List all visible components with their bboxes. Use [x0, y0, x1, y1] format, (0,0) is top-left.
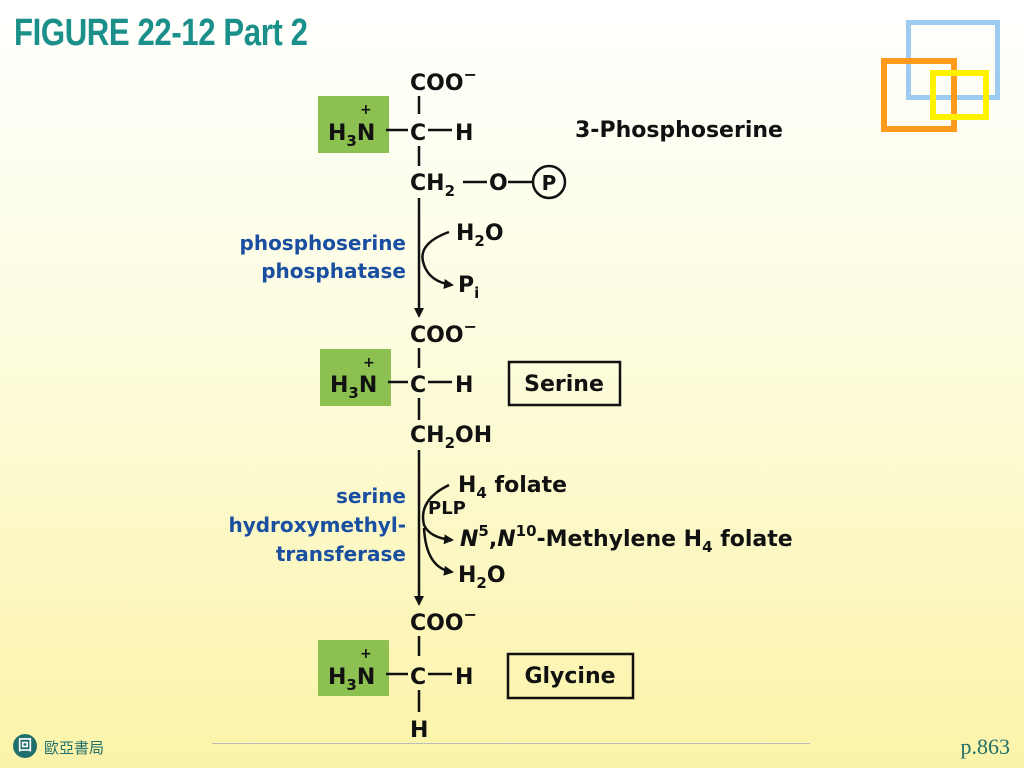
reaction-step-1: H2O Pi phosphoserine phosphatase	[240, 198, 504, 318]
molecule-name-phosphoserine: 3-Phosphoserine	[575, 118, 783, 143]
molecule-name-serine: Serine	[524, 372, 604, 397]
enzyme-name: transferase	[276, 542, 406, 566]
product-methylene-folate: N5,N10-Methylene H4 folate	[460, 522, 793, 556]
phosphate-label: P	[542, 171, 557, 195]
amino-group-box	[320, 349, 391, 406]
amino-group-box	[318, 96, 389, 153]
alpha-hydrogen: H	[455, 373, 473, 398]
side-arrow	[421, 230, 454, 289]
molecule-name-box	[507, 360, 622, 407]
molecule-name-glycine: Glycine	[524, 664, 615, 689]
amino-group: H3N	[328, 121, 375, 150]
bottom-hydrogen: H	[410, 718, 428, 743]
product-phosphate: Pi	[458, 273, 479, 302]
carboxyl-group: COO−	[410, 605, 477, 636]
enzyme-name: serine	[336, 484, 406, 508]
side-chain-oxygen: O	[489, 171, 508, 196]
molecule-name-box	[506, 652, 635, 700]
page-title: FIGURE 22-12 Part 2	[14, 12, 308, 54]
decorative-square-yellow	[930, 70, 989, 120]
carboxyl-group: COO−	[410, 317, 477, 348]
charge-plus: +	[360, 646, 372, 662]
amino-group: H3N	[330, 373, 377, 402]
phosphate-circle	[531, 164, 567, 200]
alpha-carbon: C	[410, 665, 426, 690]
enzyme-name: hydroxymethyl-	[228, 513, 406, 537]
reactant-water: H2O	[456, 221, 504, 250]
charge-plus: +	[363, 355, 375, 371]
product-water: H2O	[458, 563, 506, 592]
alpha-carbon: C	[410, 373, 426, 398]
alpha-carbon: C	[410, 121, 426, 146]
molecule-3-phosphoserine: COO− + H3N C H CH2 O P 3-Phosphoserine	[318, 65, 783, 200]
molecule-serine: COO− + H3N C H CH2OH Serine	[320, 317, 622, 452]
publisher-logo-icon: 回	[13, 734, 37, 758]
cofactor-tetrahydrofolate: H4 folate	[458, 473, 567, 502]
page-reference: p.863	[960, 734, 1011, 759]
footer-divider	[212, 743, 810, 744]
side-arrow	[422, 527, 454, 576]
molecule-glycine: COO− + H3N C H H Glycine	[318, 605, 635, 743]
amino-group: H3N	[328, 665, 375, 694]
alpha-hydrogen: H	[455, 121, 473, 146]
decorative-square-orange	[881, 58, 957, 132]
cofactor-plp: PLP	[428, 498, 466, 519]
charge-plus: +	[360, 102, 372, 118]
side-chain: CH2OH	[410, 423, 492, 452]
enzyme-name: phosphoserine	[240, 231, 406, 255]
carboxyl-group: COO−	[410, 65, 477, 96]
enzyme-name: phosphatase	[261, 259, 406, 283]
side-arrow	[421, 483, 454, 545]
reaction-step-2: H4 folate PLP N5,N10-Methylene H4 folate…	[228, 450, 793, 606]
publisher-name: 歐亞書局	[44, 739, 105, 757]
amino-group-box	[318, 640, 389, 696]
side-chain: CH2	[410, 171, 455, 200]
alpha-hydrogen: H	[455, 665, 473, 690]
